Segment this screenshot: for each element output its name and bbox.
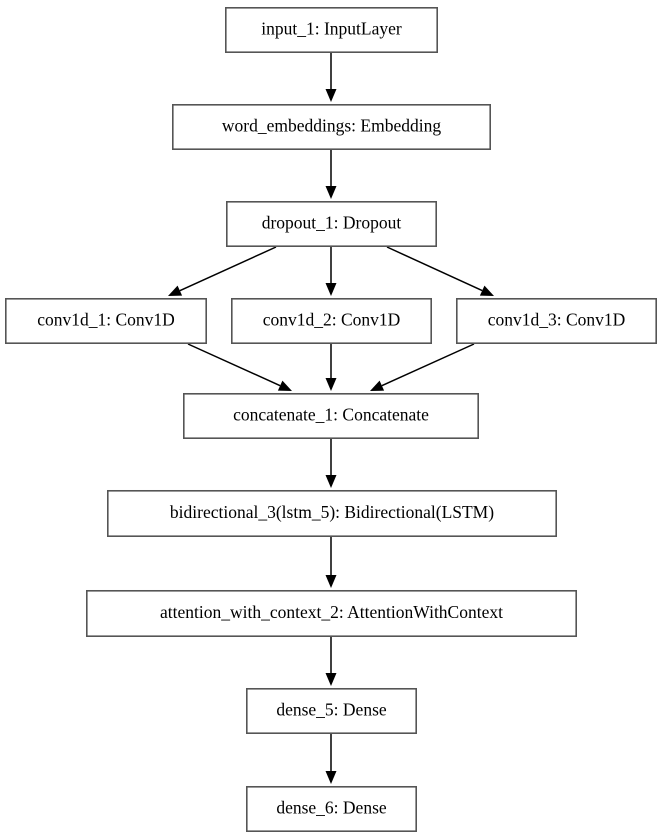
graph-node-dense_6[interactable]: dense_6: Dense [246, 785, 417, 832]
graph-node-concatenate_1[interactable]: concatenate_1: Concatenate [183, 392, 479, 439]
graph-node-attention_with_context_2[interactable]: attention_with_context_2: AttentionWithC… [86, 589, 577, 637]
graph-edge [325, 247, 337, 296]
node-box[interactable] [172, 104, 491, 151]
graph-node-word_embeddings[interactable]: word_embeddings: Embedding [172, 104, 491, 151]
graph-edge [325, 537, 337, 588]
graph-edge [325, 734, 337, 784]
graph-node-bidirectional_3[interactable]: bidirectional_3(lstm_5): Bidirectional(L… [107, 489, 557, 537]
node-box[interactable] [246, 687, 417, 734]
graph-edge [325, 53, 337, 102]
node-label: conv1d_3: Conv1D [488, 310, 626, 330]
node-box[interactable] [5, 297, 207, 344]
node-label: dropout_1: Dropout [262, 213, 402, 233]
edge-arrowhead [277, 380, 292, 391]
graph-edge [325, 439, 337, 488]
graph-node-conv1d_2[interactable]: conv1d_2: Conv1D [231, 297, 432, 344]
graph-node-dropout_1[interactable]: dropout_1: Dropout [226, 201, 437, 248]
graph-edge [168, 246, 277, 296]
edge-arrowhead [325, 575, 337, 588]
graph-edge [187, 343, 292, 391]
edges-layer [168, 53, 494, 784]
edge-arrowhead [325, 186, 337, 199]
graph-edge [386, 246, 494, 296]
node-label: dense_6: Dense [276, 798, 387, 818]
edge-arrowhead [325, 771, 337, 784]
graph-edge [325, 150, 337, 199]
graph-edge [325, 637, 337, 686]
node-box[interactable] [86, 589, 577, 637]
edge-arrowhead [325, 378, 337, 391]
node-label: bidirectional_3(lstm_5): Bidirectional(L… [170, 502, 494, 522]
graph-node-conv1d_1[interactable]: conv1d_1: Conv1D [5, 297, 207, 344]
nodes-layer: input_1: InputLayer word_embeddings: Embe… [5, 7, 657, 832]
edge-line [381, 343, 475, 387]
node-box[interactable] [231, 297, 432, 344]
node-box[interactable] [107, 489, 557, 537]
edge-line [386, 246, 483, 292]
edge-arrowhead [325, 673, 337, 686]
edge-arrowhead [325, 283, 337, 296]
node-label: conv1d_1: Conv1D [37, 310, 175, 330]
node-label: concatenate_1: Concatenate [233, 405, 429, 425]
node-box[interactable] [226, 201, 437, 248]
node-label: conv1d_2: Conv1D [263, 310, 401, 330]
edge-line [179, 246, 277, 292]
graph-edge [325, 344, 337, 391]
edge-arrowhead [370, 380, 385, 391]
node-label: word_embeddings: Embedding [222, 116, 441, 136]
edge-arrowhead [325, 89, 337, 102]
node-label: dense_5: Dense [276, 700, 387, 720]
node-box[interactable] [183, 392, 479, 439]
node-box[interactable] [455, 297, 657, 344]
edge-arrowhead [168, 285, 183, 296]
graph-edge [370, 343, 475, 391]
edge-arrowhead [479, 285, 494, 296]
node-box[interactable] [246, 785, 417, 832]
graph-node-conv1d_3[interactable]: conv1d_3: Conv1D [455, 297, 657, 344]
graph-node-dense_5[interactable]: dense_5: Dense [246, 687, 417, 734]
node-box[interactable] [225, 7, 438, 54]
node-label: input_1: InputLayer [261, 19, 402, 39]
node-label: attention_with_context_2: AttentionWithC… [160, 602, 503, 622]
edge-arrowhead [325, 475, 337, 488]
edge-line [187, 343, 281, 387]
graph-node-input_1[interactable]: input_1: InputLayer [225, 7, 438, 54]
